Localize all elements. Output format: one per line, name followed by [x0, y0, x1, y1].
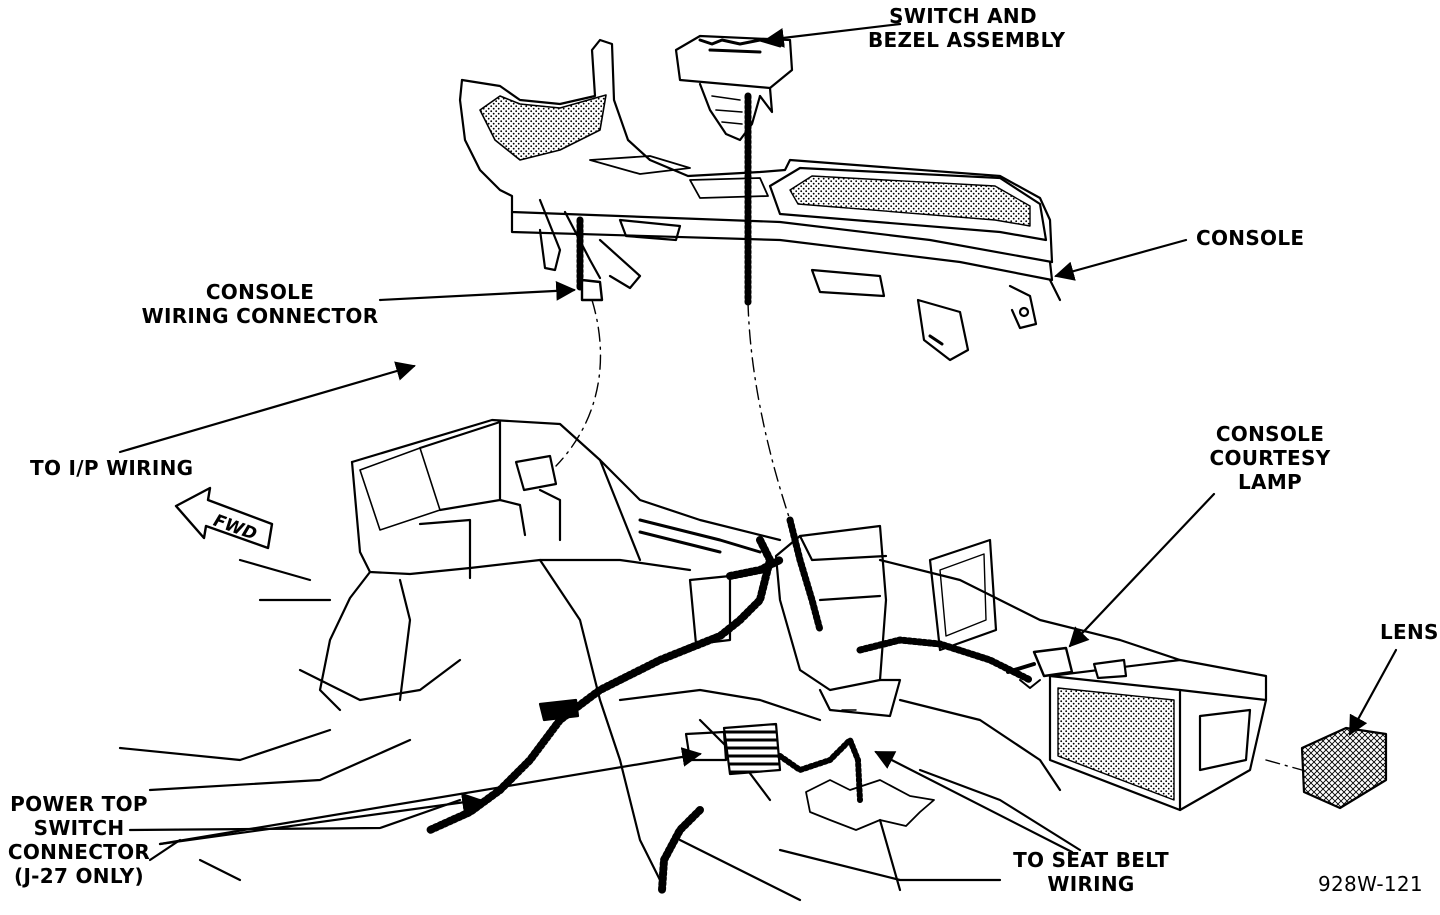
label-to-ip-wiring: TO I/P WIRING	[30, 456, 194, 480]
switch-bezel-assembly	[674, 34, 794, 142]
console-body	[458, 38, 1062, 362]
cutaway-outline	[805, 779, 935, 831]
wiring-harness	[426, 92, 1074, 894]
lens	[1300, 726, 1388, 810]
fwd-arrow	[174, 486, 274, 550]
label-lens: LENS	[1380, 620, 1439, 644]
label-console: CONSOLE	[1196, 226, 1305, 250]
floor-pan	[118, 418, 1182, 902]
label-to-seat-belt-wiring: TO SEAT BELT WIRING	[1013, 848, 1169, 896]
leader-lines	[118, 22, 1398, 854]
courtesy-lamp-housing	[1048, 658, 1268, 812]
label-power-top-switch-connector: POWER TOP SWITCH CONNECTOR (J-27 ONLY)	[7, 792, 151, 888]
assembly-centerlines	[555, 299, 1303, 771]
label-switch-bezel-assembly: SWITCH AND BEZEL ASSEMBLY	[868, 4, 1066, 52]
figure-id: 928W-121	[1318, 872, 1423, 896]
label-console-wiring-connector: CONSOLE WIRING CONNECTOR	[141, 280, 379, 328]
label-console-courtesy-lamp: CONSOLE COURTESY LAMP	[1209, 422, 1331, 494]
